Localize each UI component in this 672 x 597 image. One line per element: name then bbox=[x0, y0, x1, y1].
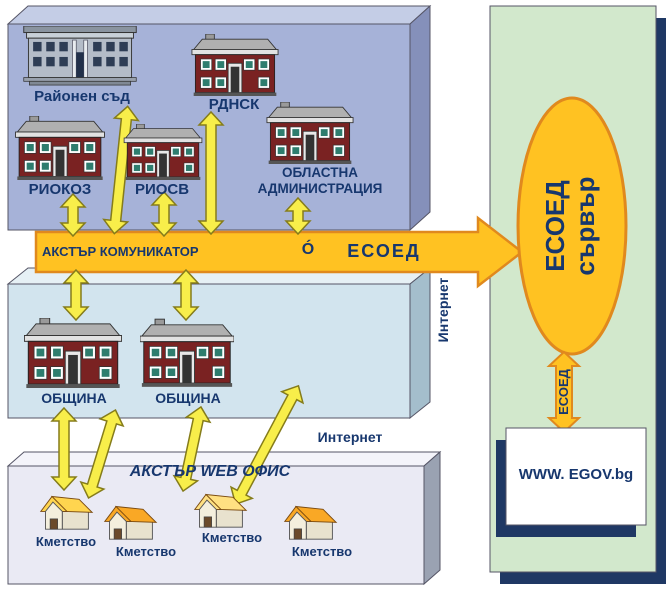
connector-arrows bbox=[50, 105, 312, 506]
building-riokoz-icon bbox=[15, 116, 105, 180]
internet-horizontal-label: Интернет bbox=[317, 429, 383, 445]
kmetstvo-label-2: Кметство bbox=[115, 544, 177, 559]
double-arrow-riokoz bbox=[59, 192, 87, 238]
kmetstvo-label-4: Кметство bbox=[291, 544, 353, 559]
building-rdnsk-icon bbox=[191, 34, 279, 96]
obshtina2-label: ОБЩИНА bbox=[155, 390, 221, 406]
oblastna-label-line2: АДМИНИСТРАЦИЯ bbox=[257, 181, 383, 196]
esoed-server-label-line1: ЕСОЕД bbox=[540, 180, 570, 272]
court-label: Районен съд bbox=[34, 88, 130, 105]
riokoz-label: РИОКОЗ bbox=[28, 181, 92, 198]
double-arrow-obshtina2 bbox=[172, 268, 200, 322]
esoed-server-label-line2: сървър bbox=[570, 176, 600, 276]
esoed-server-label: ЕСОЕД сървър bbox=[540, 96, 604, 356]
double-arrow-obshtina1 bbox=[62, 268, 90, 322]
internet-vertical-label: Интернет bbox=[435, 277, 451, 343]
building-riosv-icon bbox=[123, 124, 203, 180]
riosv-label: РИОСВ bbox=[134, 181, 190, 198]
double-arrow-kmetstvo3 bbox=[172, 405, 212, 493]
building-obshtina1-icon bbox=[24, 318, 122, 388]
esoed-arrow-label: ЕСОЕД bbox=[556, 369, 571, 415]
building-obshtina2-icon bbox=[140, 318, 234, 388]
obshtina1-label: ОБЩИНА bbox=[41, 390, 107, 406]
kmetstvo-label-3: Кметство bbox=[201, 530, 263, 545]
arrow-o-label: Ó bbox=[301, 241, 315, 258]
double-arrow-oblastna bbox=[284, 196, 312, 236]
double-arrow-riosv bbox=[150, 190, 178, 238]
double-arrow-court bbox=[102, 105, 140, 235]
main-arrow bbox=[34, 215, 525, 289]
arrow-esoed-label: ЕСОЕД bbox=[347, 241, 421, 261]
communicator-label: АКСТЪР КОМУНИКАТОР bbox=[42, 244, 199, 259]
rdnsk-label: РДНСК bbox=[208, 96, 260, 113]
egov-box bbox=[496, 427, 647, 537]
building-court-icon bbox=[23, 26, 137, 86]
oblastna-label-line1: ОБЛАСТНА bbox=[282, 165, 358, 180]
double-arrow-rdnsk bbox=[197, 110, 225, 236]
egov-label: WWW. EGOV.bg bbox=[518, 466, 634, 483]
double-arrow-kmetstvo2 bbox=[79, 408, 125, 500]
web-office-title: АКСТЪР WEB ОФИС bbox=[129, 463, 291, 480]
kmetstvo-label-1: Кметство bbox=[35, 534, 97, 549]
esoed-server-ellipse bbox=[516, 96, 628, 356]
double-arrow-kmetstvo1 bbox=[50, 406, 78, 492]
